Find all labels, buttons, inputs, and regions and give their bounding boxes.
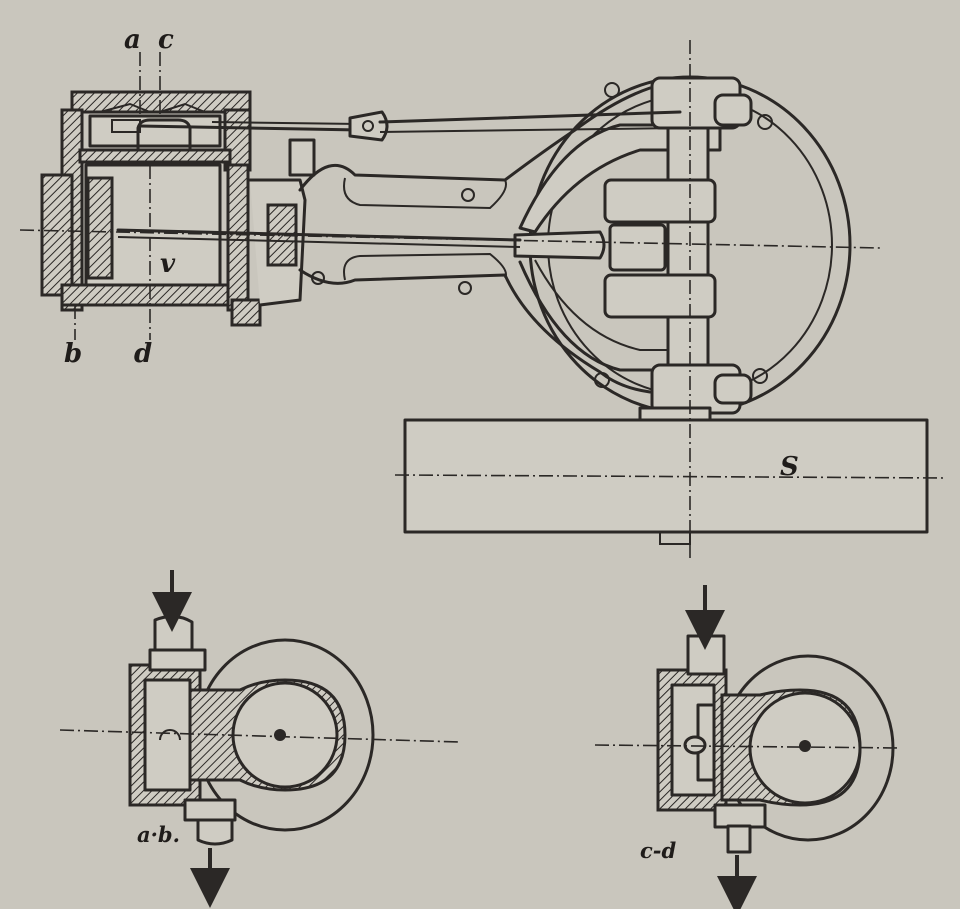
label-cd: c-d bbox=[640, 838, 677, 863]
label-d: d bbox=[134, 339, 152, 369]
crankshaft bbox=[603, 76, 753, 428]
label-v: v bbox=[160, 249, 176, 279]
piston bbox=[86, 176, 114, 280]
flywheel bbox=[403, 418, 929, 545]
cylinder-block bbox=[40, 90, 316, 327]
label-c: c bbox=[158, 25, 174, 55]
label-a: a bbox=[124, 25, 141, 55]
main-elevation: a c b d v S bbox=[19, 25, 946, 560]
valve-linkage bbox=[111, 110, 682, 142]
engine-frame bbox=[298, 86, 652, 394]
label-s: S bbox=[780, 452, 799, 482]
label-b: b bbox=[64, 339, 82, 369]
label-ab: a·b. bbox=[137, 822, 180, 847]
section-cd: c-d bbox=[594, 585, 901, 909]
section-ab: a·b. bbox=[59, 570, 461, 908]
